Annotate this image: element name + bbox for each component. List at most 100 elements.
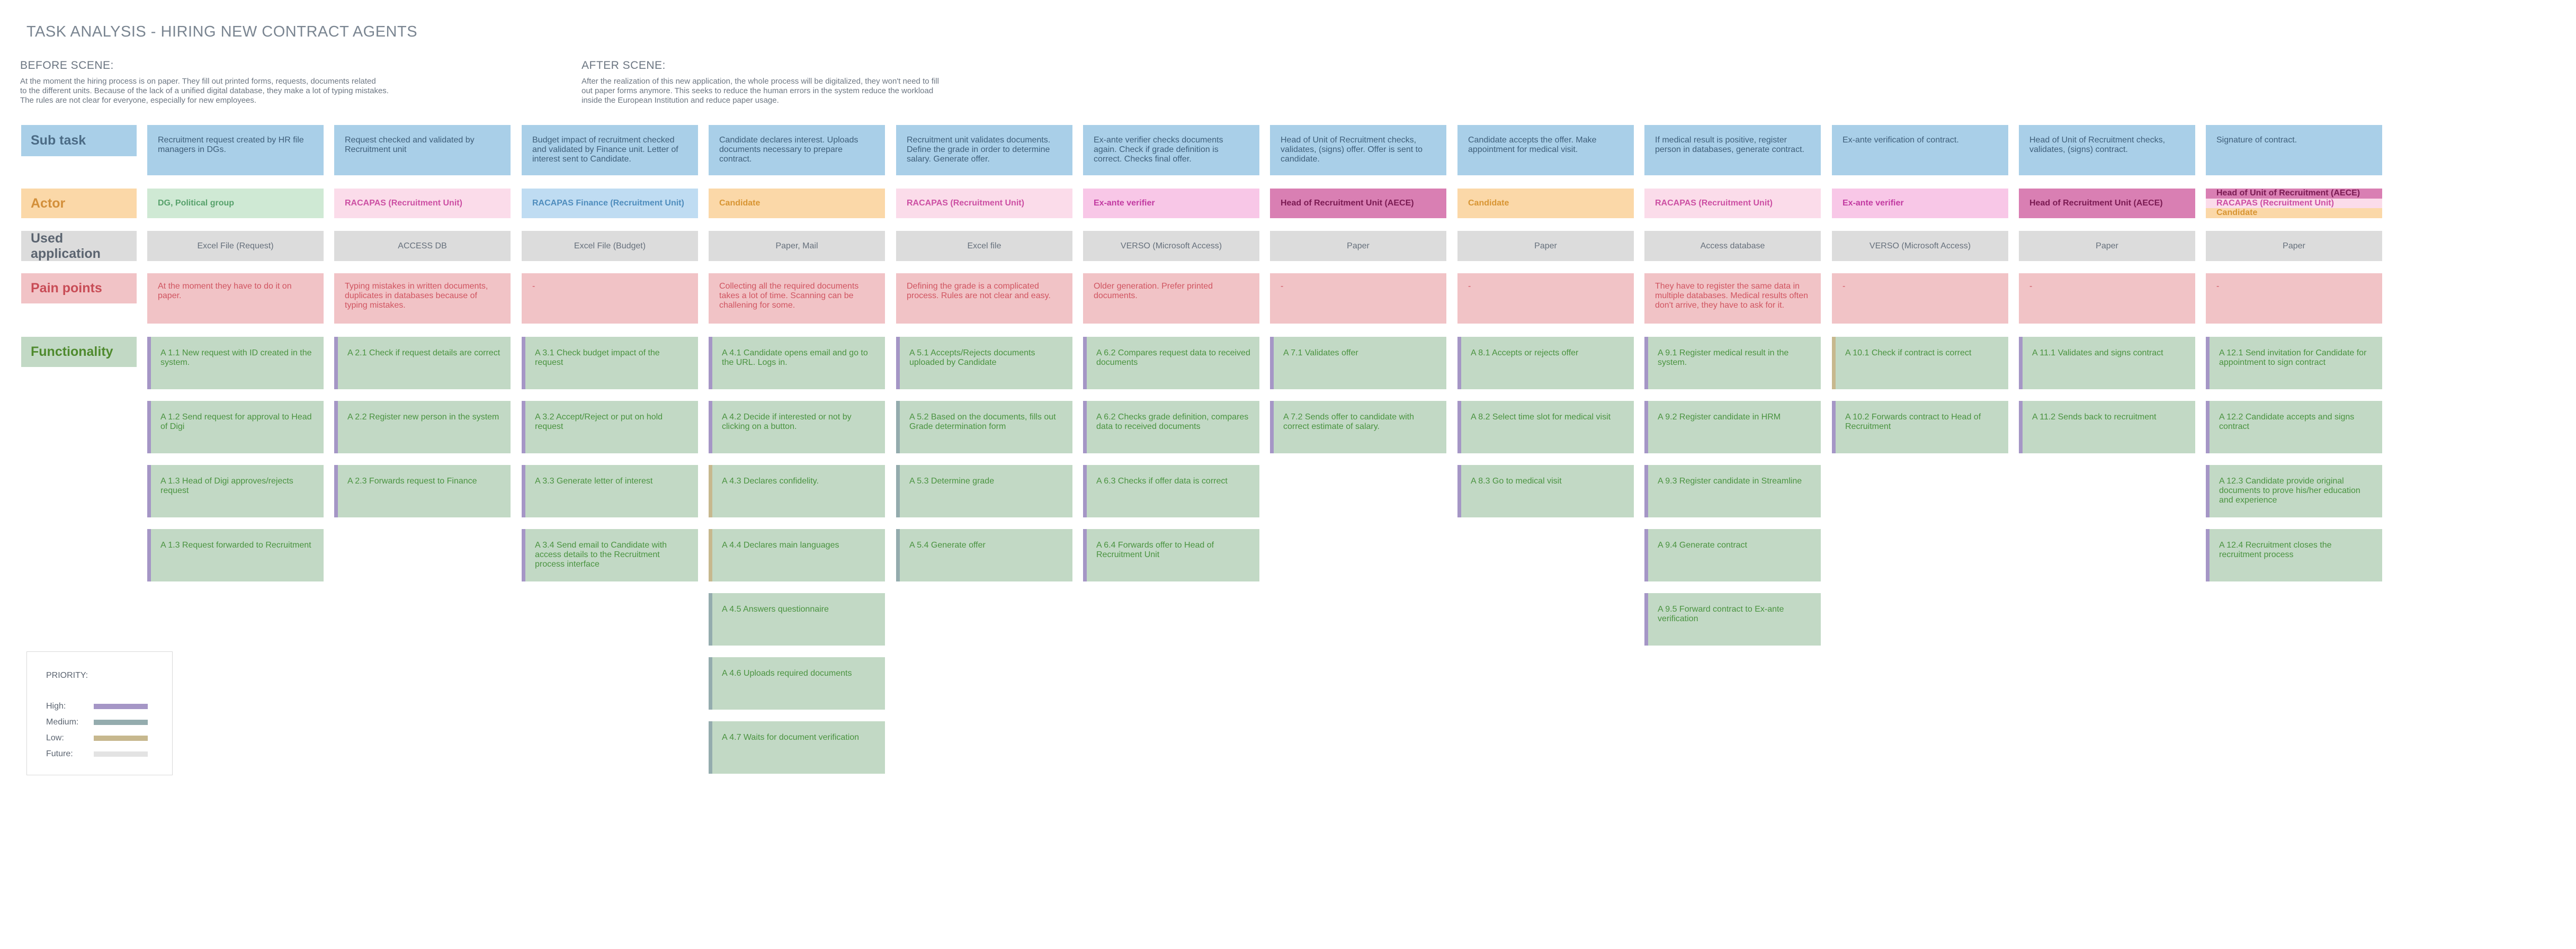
- functionality-card: A 6.2 Compares request data to received …: [1083, 337, 1259, 389]
- row-label-application: Used application: [21, 231, 137, 261]
- actor-card: DG, Political group: [147, 189, 324, 218]
- subtask-card: Candidate declares interest. Uploads doc…: [709, 125, 885, 175]
- pain-point-card: -: [2206, 273, 2382, 324]
- pain-point-card: -: [2019, 273, 2195, 324]
- pain-point-card: -: [1457, 273, 1634, 324]
- before-scene-line: The rules are not clear for everyone, es…: [20, 96, 257, 105]
- subtask-card: Ex-ante verifier checks documents again.…: [1083, 125, 1259, 175]
- functionality-card: A 6.4 Forwards offer to Head of Recruitm…: [1083, 529, 1259, 581]
- legend-swatch: [94, 736, 148, 741]
- application-card: Excel File (Request): [147, 231, 324, 261]
- after-scene-text: After the realization of this new applic…: [582, 77, 1010, 105]
- functionality-card: A 5.1 Accepts/Rejects documents uploaded…: [896, 337, 1072, 389]
- before-scene-heading: BEFORE SCENE:: [20, 59, 114, 71]
- before-scene-line: to the different units. Because of the l…: [20, 86, 389, 95]
- application-card: Paper: [1270, 231, 1446, 261]
- functionality-card: A 5.4 Generate offer: [896, 529, 1072, 581]
- functionality-card: A 4.4 Declares main languages: [709, 529, 885, 581]
- application-card: Excel File (Budget): [522, 231, 698, 261]
- functionality-card: A 9.4 Generate contract: [1644, 529, 1821, 581]
- functionality-card: A 1.3 Request forwarded to Recruitment: [147, 529, 324, 581]
- actor-card: Head of Recruitment Unit (AECE): [2019, 189, 2195, 218]
- application-card: Paper, Mail: [709, 231, 885, 261]
- actor-card: RACAPAS (Recruitment Unit): [334, 189, 511, 218]
- actor-card: RACAPAS (Recruitment Unit): [896, 189, 1072, 218]
- functionality-card: A 4.6 Uploads required documents: [709, 657, 885, 710]
- legend-swatch: [94, 704, 148, 709]
- functionality-card: A 4.1 Candidate opens email and go to th…: [709, 337, 885, 389]
- application-card: VERSO (Microsoft Access): [1832, 231, 2008, 261]
- functionality-card: A 12.1 Send invitation for Candidate for…: [2206, 337, 2382, 389]
- subtask-card: Recruitment request created by HR file m…: [147, 125, 324, 175]
- subtask-card: Budget impact of recruitment checked and…: [522, 125, 698, 175]
- pain-point-card: Typing mistakes in written documents, du…: [334, 273, 511, 324]
- pain-point-card: Collecting all the required documents ta…: [709, 273, 885, 324]
- pain-point-card: Older generation. Prefer printed documen…: [1083, 273, 1259, 324]
- functionality-card: A 6.3 Checks if offer data is correct: [1083, 465, 1259, 517]
- priority-legend: PRIORITY: High:Medium:Low:Future:: [26, 651, 173, 775]
- row-label-pain-points: Pain points: [21, 273, 137, 303]
- functionality-card: A 8.2 Select time slot for medical visit: [1457, 401, 1634, 453]
- row-label-functionality: Functionality: [21, 337, 137, 367]
- row-label-actor: Actor: [21, 189, 137, 218]
- functionality-card: A 2.2 Register new person in the system: [334, 401, 511, 453]
- functionality-card: A 9.5 Forward contract to Ex-ante verifi…: [1644, 593, 1821, 646]
- functionality-card: A 3.3 Generate letter of interest: [522, 465, 698, 517]
- application-card: Paper: [1457, 231, 1634, 261]
- actor-card: Head of Recruitment Unit (AECE): [1270, 189, 1446, 218]
- functionality-card: A 12.3 Candidate provide original docume…: [2206, 465, 2382, 517]
- functionality-card: A 2.1 Check if request details are corre…: [334, 337, 511, 389]
- pain-point-card: Defining the grade is a complicated proc…: [896, 273, 1072, 324]
- legend-swatch: [94, 751, 148, 757]
- functionality-card: A 7.2 Sends offer to candidate with corr…: [1270, 401, 1446, 453]
- functionality-card: A 12.2 Candidate accepts and signs contr…: [2206, 401, 2382, 453]
- legend-label: Future:: [46, 749, 73, 758]
- application-card: Excel file: [896, 231, 1072, 261]
- functionality-card: A 4.2 Decide if interested or not by cli…: [709, 401, 885, 453]
- actor-card: Head of Unit of Recruitment (AECE)RACAPA…: [2206, 189, 2382, 218]
- actor-card: Candidate: [709, 189, 885, 218]
- row-label-subtask: Sub task: [21, 125, 137, 156]
- functionality-card: A 1.2 Send request for approval to Head …: [147, 401, 324, 453]
- functionality-card: A 3.4 Send email to Candidate with acces…: [522, 529, 698, 581]
- functionality-card: A 12.4 Recruitment closes the recruitmen…: [2206, 529, 2382, 581]
- functionality-card: A 5.3 Determine grade: [896, 465, 1072, 517]
- pain-point-card: -: [522, 273, 698, 324]
- functionality-card: A 11.1 Validates and signs contract: [2019, 337, 2195, 389]
- legend-item: Low:: [46, 730, 172, 746]
- functionality-card: A 2.3 Forwards request to Finance: [334, 465, 511, 517]
- legend-item: Future:: [46, 746, 172, 762]
- actor-card: RACAPAS Finance (Recruitment Unit): [522, 189, 698, 218]
- actor-card: Candidate: [1457, 189, 1634, 218]
- after-scene-heading: AFTER SCENE:: [582, 59, 666, 71]
- functionality-card: A 6.2 Checks grade definition, compares …: [1083, 401, 1259, 453]
- pain-point-card: They have to register the same data in m…: [1644, 273, 1821, 324]
- functionality-card: A 4.5 Answers questionnaire: [709, 593, 885, 646]
- subtask-card: Recruitment unit validates documents. De…: [896, 125, 1072, 175]
- functionality-card: A 7.1 Validates offer: [1270, 337, 1446, 389]
- subtask-card: Candidate accepts the offer. Make appoin…: [1457, 125, 1634, 175]
- functionality-card: A 9.3 Register candidate in Streamline: [1644, 465, 1821, 517]
- actor-card: Ex-ante verifier: [1832, 189, 2008, 218]
- application-card: Access database: [1644, 231, 1821, 261]
- functionality-card: A 11.2 Sends back to recruitment: [2019, 401, 2195, 453]
- functionality-card: A 10.2 Forwards contract to Head of Recr…: [1832, 401, 2008, 453]
- subtask-card: Ex-ante verification of contract.: [1832, 125, 2008, 175]
- before-scene-text: At the moment the hiring process is on p…: [20, 77, 449, 105]
- actor-entry: RACAPAS (Recruitment Unit): [2206, 198, 2382, 209]
- legend-item: Medium:: [46, 714, 172, 730]
- actor-card: Ex-ante verifier: [1083, 189, 1259, 218]
- actor-entry: Candidate: [2206, 208, 2382, 218]
- subtask-card: Head of Unit of Recruitment checks, vali…: [2019, 125, 2195, 175]
- functionality-card: A 5.2 Based on the documents, fills out …: [896, 401, 1072, 453]
- after-scene-line: After the realization of this new applic…: [582, 77, 939, 86]
- functionality-card: A 9.1 Register medical result in the sys…: [1644, 337, 1821, 389]
- legend-label: Medium:: [46, 718, 79, 727]
- pain-point-card: -: [1832, 273, 2008, 324]
- functionality-card: A 1.3 Head of Digi approves/rejects requ…: [147, 465, 324, 517]
- actor-entry: Head of Unit of Recruitment (AECE): [2206, 189, 2382, 199]
- legend-item: High:: [46, 699, 172, 714]
- application-card: Paper: [2206, 231, 2382, 261]
- pain-point-card: At the moment they have to do it on pape…: [147, 273, 324, 324]
- page-title: TASK ANALYSIS - HIRING NEW CONTRACT AGEN…: [26, 23, 418, 40]
